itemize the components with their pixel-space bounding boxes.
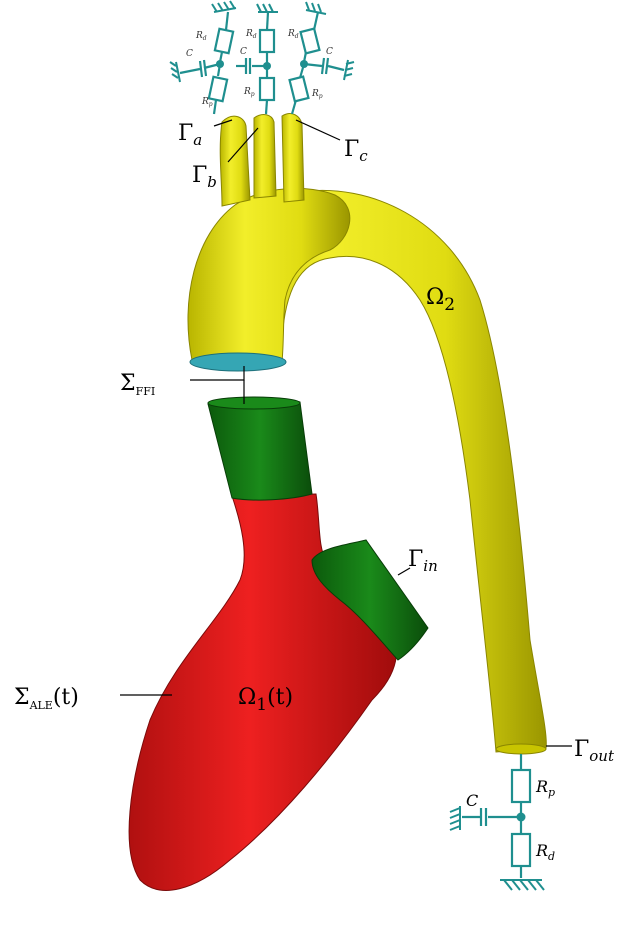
outflow-tract-top: [208, 397, 300, 409]
label-sigma-ffi: ΣFFI: [120, 371, 155, 398]
branch-c: [282, 114, 304, 202]
svg-text:Rd: Rd: [287, 29, 299, 40]
circuit-outlet: C Rp Rd: [450, 754, 555, 890]
ascending-aorta: [188, 188, 350, 362]
label-gamma-in: Γin: [408, 547, 438, 575]
svg-text:Rd: Rd: [195, 31, 207, 42]
label-sigma-ale: ΣALE(t): [14, 685, 79, 712]
svg-text:C: C: [240, 47, 247, 57]
svg-text:Rd: Rd: [245, 29, 257, 40]
outlet-c-label: C: [466, 791, 478, 810]
outlet-rp-label: Rp: [535, 777, 555, 799]
outlet-end: [496, 744, 546, 754]
svg-text:Rp: Rp: [243, 87, 255, 98]
svg-text:C: C: [186, 49, 193, 59]
svg-text:Rp: Rp: [311, 89, 323, 100]
label-gamma-out: Γout: [574, 737, 615, 765]
branch-a: [220, 116, 250, 206]
svg-text:C: C: [326, 47, 333, 57]
outflow-tract: [208, 398, 312, 500]
label-gamma-b: Γb: [192, 163, 217, 191]
ffi-disc: [190, 353, 286, 371]
ventricle-geometry: [129, 397, 428, 890]
outlet-rd-label: Rd: [535, 841, 555, 863]
label-gamma-c: Γc: [344, 137, 368, 165]
branch-b: [254, 115, 276, 198]
circuit-branch-b: [236, 12, 274, 114]
label-gamma-a: Γa: [178, 121, 202, 149]
